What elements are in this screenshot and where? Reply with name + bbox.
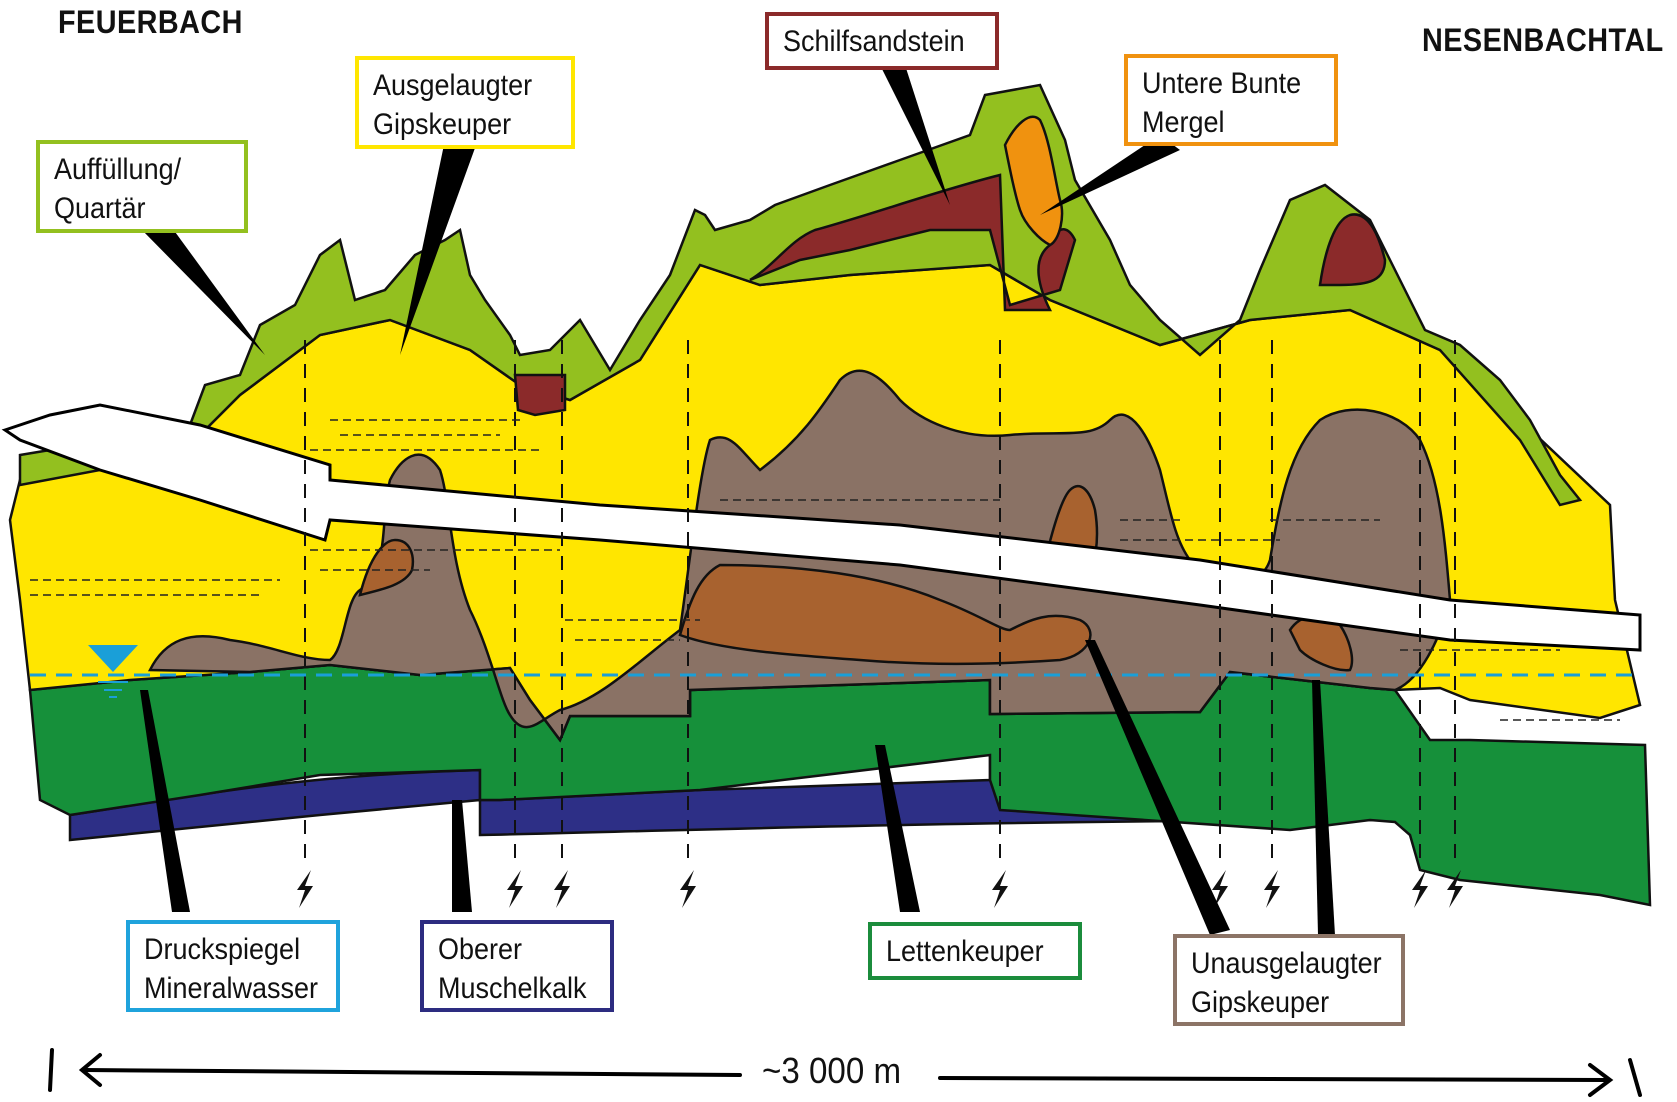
scale-line-left — [83, 1068, 742, 1077]
fault-marker-icon-8 — [1412, 870, 1428, 908]
lens-center — [678, 563, 1092, 665]
fault-marker-icon-3 — [554, 870, 570, 908]
water-level-triangle-icon — [88, 645, 138, 672]
fault-lines — [304, 340, 1456, 860]
leader-muschel — [452, 800, 472, 912]
leader-unleached-b — [1312, 680, 1335, 935]
label-bunte-line2: Mergel — [1142, 106, 1225, 139]
tunnel-band — [1, 403, 1642, 652]
label-ausgelaugter-line2: Gipskeuper — [373, 108, 512, 141]
scale-bar — [48, 1048, 1642, 1097]
leader-unleached-a — [1085, 640, 1230, 935]
layer-schilfsandstein-left — [513, 373, 567, 417]
label-muschelkalk-line1: Oberer — [438, 933, 523, 966]
scale-arrowhead-left — [78, 1053, 102, 1087]
lens-left — [358, 538, 414, 597]
label-schilfsandstein: Schilfsandstein — [765, 12, 999, 70]
leader-schilf — [880, 65, 950, 205]
label-schilfsandstein-line1: Schilfsandstein — [783, 25, 965, 58]
label-auffuellung-line1: Auffüllung/ — [54, 153, 182, 186]
title-feuerbach: FEUERBACH — [58, 4, 243, 40]
scale-line-right — [938, 1076, 1607, 1082]
label-druckspiegel-line2: Mineralwasser — [144, 972, 319, 1005]
label-ausgelaugter-gipskeuper: Ausgelaugter Gipskeuper — [355, 56, 575, 149]
leader-bunte — [1040, 135, 1180, 215]
fault-marker-icon-4 — [680, 870, 696, 908]
leader-lines — [140, 65, 1335, 935]
title-nesenbachtal: NESENBACHTAL — [1422, 22, 1664, 58]
fault-marker-icon-7 — [1264, 870, 1280, 908]
label-bunte-line1: Untere Bunte — [1142, 67, 1302, 100]
label-auffuellung-line2: Quartär — [54, 192, 146, 225]
label-unausgelaugter-line1: Unausgelaugter — [1191, 947, 1382, 980]
bedding-hatches — [30, 419, 1620, 721]
label-druckspiegel-mineralwasser: Druckspiegel Mineralwasser — [126, 920, 340, 1012]
label-druckspiegel-line1: Druckspiegel — [144, 933, 301, 966]
layer-schilfsandstein — [749, 173, 1077, 312]
scale-tick-left — [48, 1048, 54, 1092]
fault-markers — [297, 870, 1463, 908]
label-unausgelaugter-gipskeuper: Unausgelaugter Gipskeuper — [1173, 934, 1405, 1026]
scale-distance-label: ~3 000 m — [754, 1050, 909, 1092]
leader-letten — [875, 745, 920, 912]
label-untere-bunte-mergel: Untere Bunte Mergel — [1124, 54, 1338, 146]
fault-marker-icon-1 — [297, 870, 313, 908]
scale-tick-right — [1628, 1058, 1642, 1097]
scale-arrowhead-right — [1588, 1063, 1614, 1097]
leader-druck — [140, 690, 190, 912]
label-muschelkalk-line2: Muschelkalk — [438, 972, 587, 1005]
leader-fill — [140, 225, 265, 355]
layer-schilfsandstein-right — [1318, 213, 1387, 287]
fault-marker-icon-9 — [1447, 870, 1463, 908]
leader-leached — [400, 140, 475, 355]
label-unausgelaugter-line2: Gipskeuper — [1191, 986, 1330, 1019]
fault-marker-icon-6 — [1212, 870, 1228, 908]
fault-marker-icon-2 — [507, 870, 523, 908]
label-oberer-muschelkalk: Oberer Muschelkalk — [420, 920, 614, 1012]
layer-untere-bunte-mergel — [1003, 115, 1064, 247]
fault-marker-icon-5 — [992, 870, 1008, 908]
label-lettenkeuper: Lettenkeuper — [868, 922, 1082, 980]
label-lettenkeuper-line1: Lettenkeuper — [886, 935, 1044, 968]
label-auffuellung-quartaer: Auffüllung/ Quartär — [36, 140, 248, 233]
label-ausgelaugter-line1: Ausgelaugter — [373, 69, 533, 102]
water-level-ticks — [98, 681, 128, 698]
